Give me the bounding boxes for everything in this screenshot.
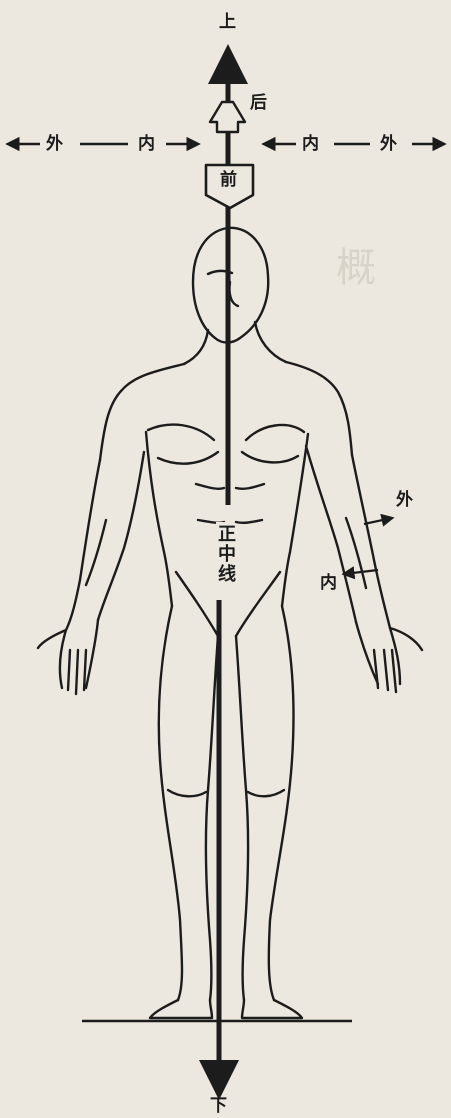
- label-back: 后: [250, 95, 267, 112]
- bleed-through-glyph: 概: [336, 248, 376, 288]
- right-arm-inner: [306, 446, 356, 622]
- nose-line: [229, 282, 238, 306]
- left-foot: [150, 1000, 212, 1018]
- right-knee: [248, 790, 284, 796]
- label-outer-right: 外: [380, 136, 397, 153]
- label-up: 上: [219, 14, 236, 31]
- right-hand: [356, 622, 422, 692]
- left-arm-outer: [66, 460, 100, 630]
- left-hand: [38, 620, 98, 694]
- back-arrow: [210, 102, 245, 132]
- torso-right: [282, 434, 308, 606]
- shoulder-right: [286, 362, 352, 455]
- pelvis-left: [176, 572, 218, 636]
- left-knee: [168, 790, 206, 796]
- left-leg-outer: [159, 606, 182, 1000]
- label-down: 下: [210, 1098, 227, 1115]
- shoulder-left: [100, 364, 184, 460]
- chest-left: [148, 425, 214, 440]
- chest-right: [246, 425, 304, 440]
- label-outer-left: 外: [46, 136, 63, 153]
- label-midline: 正中线: [216, 522, 234, 586]
- right-leg-inner: [236, 636, 248, 1000]
- right-foot: [242, 1000, 302, 1018]
- label-front: 前: [220, 172, 237, 189]
- label-arm-outer: 外: [396, 492, 413, 509]
- arm-outer-arrow: [364, 518, 392, 524]
- left-forearm-detail: [86, 520, 106, 585]
- label-arm-inner: 内: [320, 575, 337, 592]
- right-forearm-detail: [346, 518, 366, 588]
- right-arm-outer: [352, 455, 390, 628]
- right-leg-outer: [269, 606, 294, 1000]
- left-arm-inner: [98, 452, 144, 620]
- neck-right: [255, 322, 286, 362]
- label-inner-right: 内: [302, 136, 319, 153]
- neck-left: [184, 330, 208, 364]
- pelvis-right: [236, 572, 280, 636]
- label-inner-left: 内: [138, 136, 155, 153]
- left-leg-inner: [206, 636, 218, 1000]
